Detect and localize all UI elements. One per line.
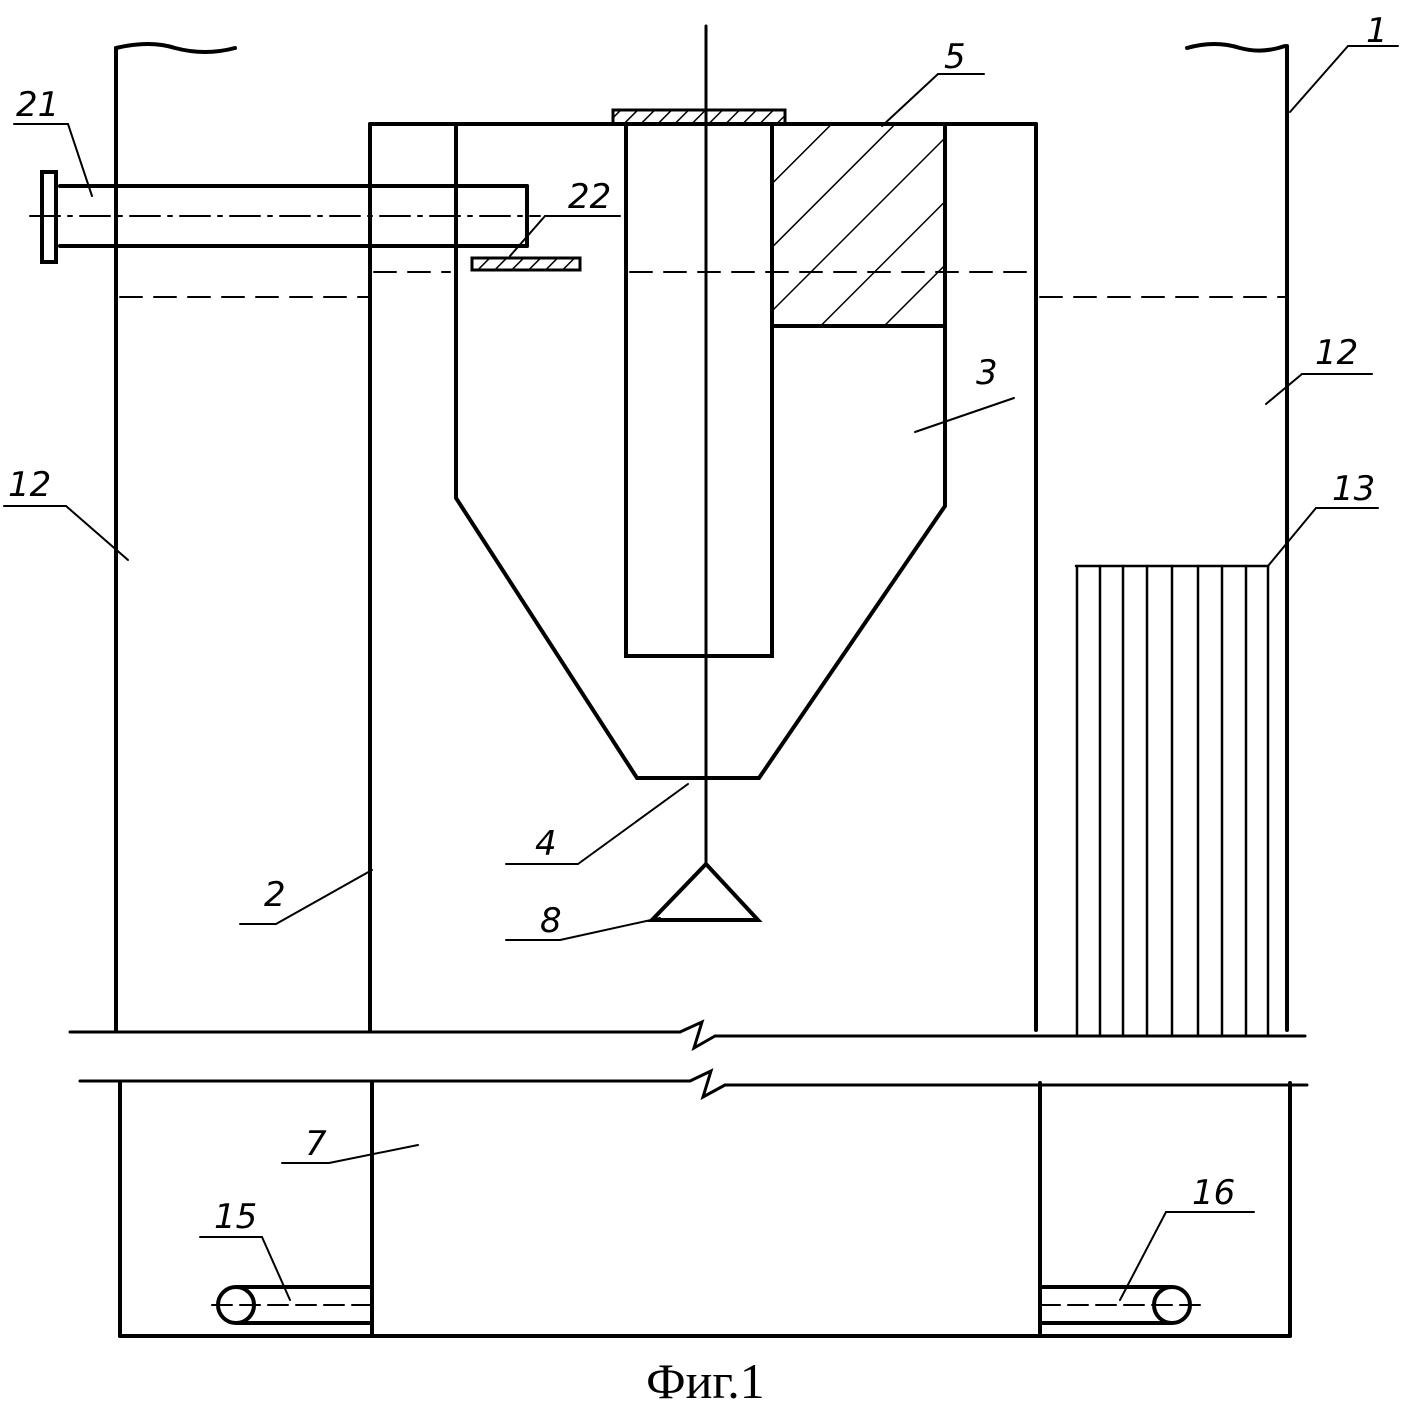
- label-3: 3: [976, 353, 998, 393]
- central-pipe: [626, 124, 772, 656]
- label-8: 8: [540, 901, 562, 941]
- nozzle-right: [1040, 1287, 1204, 1323]
- label-2: 2: [264, 875, 286, 915]
- label-12-right: 12: [1315, 333, 1358, 373]
- break-lines: [70, 1022, 1307, 1097]
- label-21: 21: [16, 85, 59, 125]
- label-15: 15: [214, 1197, 257, 1237]
- label-4: 4: [535, 824, 557, 864]
- label-22: 22: [568, 177, 611, 217]
- level-lines: [30, 216, 1287, 297]
- label-1: 1: [1366, 11, 1388, 51]
- label-12-left: 12: [8, 465, 51, 505]
- label-16: 16: [1192, 1173, 1235, 1213]
- leader-lines: [4, 46, 1398, 1300]
- label-7: 7: [305, 1124, 327, 1164]
- label-5: 5: [944, 37, 966, 77]
- hatched-block: [772, 124, 945, 326]
- label-13: 13: [1332, 469, 1375, 509]
- figure-caption: Фиг.1: [0, 1352, 1411, 1410]
- cone-deflector: [652, 864, 758, 920]
- top-cover: [613, 110, 785, 124]
- spray-bar: [472, 258, 580, 270]
- nozzle-left: [212, 1287, 372, 1323]
- filter-block: [1076, 566, 1268, 1034]
- outer-vessel: [116, 44, 1290, 1336]
